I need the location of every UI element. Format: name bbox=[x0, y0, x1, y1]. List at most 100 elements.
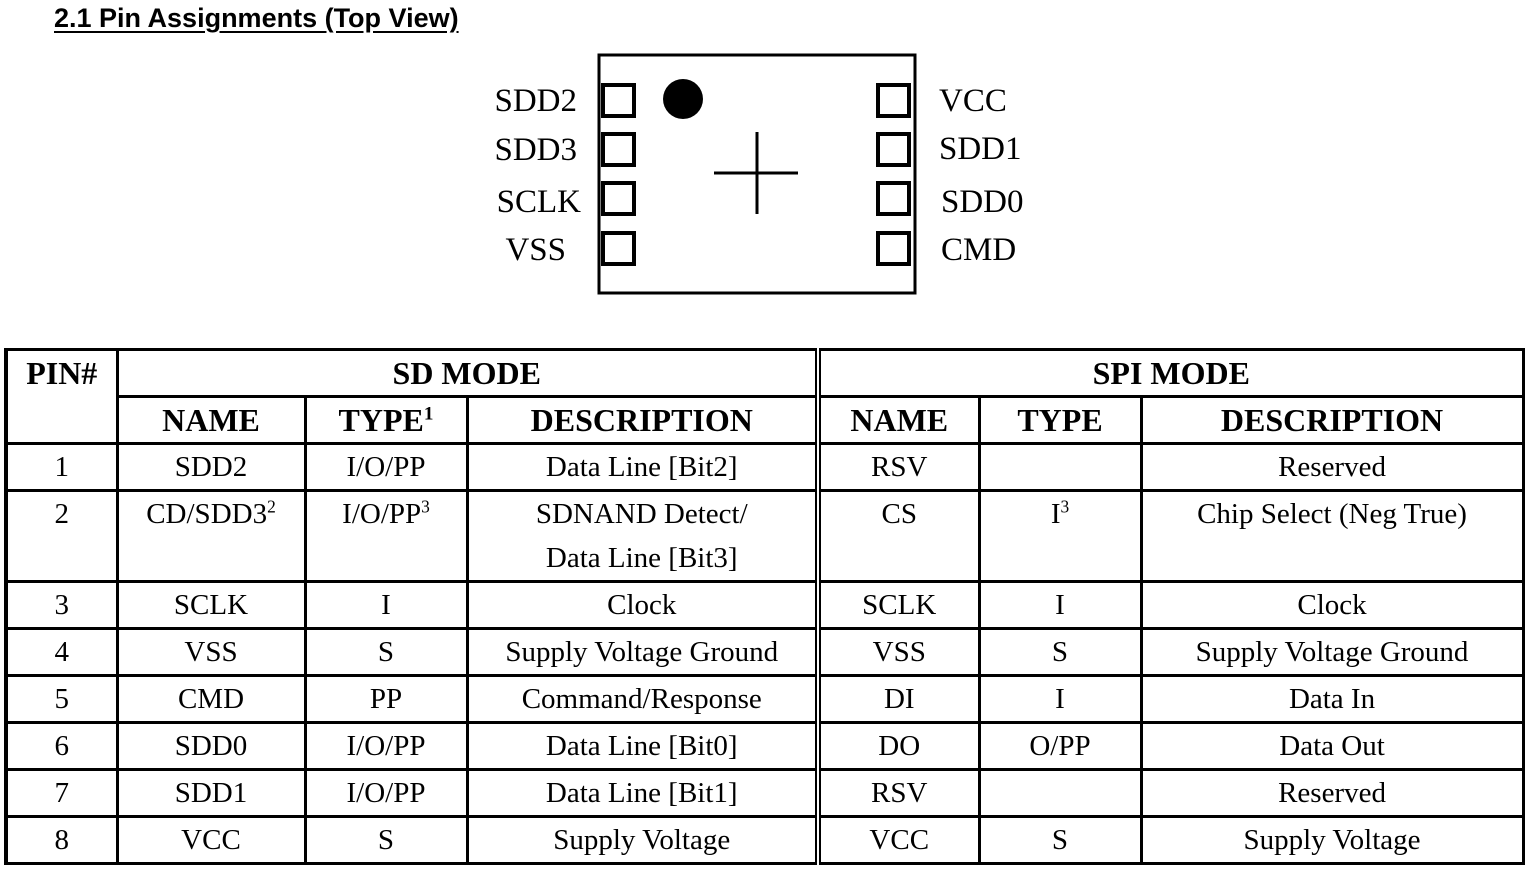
sd-type-cell-text: PP bbox=[369, 683, 403, 715]
pin-number-cell-text: 1 bbox=[54, 451, 70, 483]
spi-mode-header: SPI MODE bbox=[814, 348, 1525, 398]
spi-description-cell: Supply Voltage bbox=[1139, 815, 1525, 865]
sd-name-cell-text: VCC bbox=[181, 824, 241, 856]
sd-description-cell-text: Supply Voltage Ground bbox=[505, 636, 779, 668]
sd-name-cell: CMD bbox=[115, 674, 307, 724]
spi-name-cell-text: DI bbox=[883, 683, 915, 715]
spi-name-cell: CS bbox=[815, 489, 981, 583]
sd-name-cell: SDD2 bbox=[115, 442, 307, 492]
sd-description-cell: Supply Voltage bbox=[465, 815, 820, 865]
spi-description-cell-text: Reserved bbox=[1278, 451, 1386, 483]
spi-name-cell: DI bbox=[815, 674, 981, 724]
spi-description-cell: Clock bbox=[1139, 580, 1525, 630]
spi-description-header: DESCRIPTION bbox=[1139, 395, 1525, 445]
pin-label-right-4: CMD bbox=[941, 232, 1016, 268]
sd-description-cell-text: SDNAND Detect/ bbox=[535, 498, 748, 530]
spi-name-cell: DO bbox=[815, 721, 981, 771]
sd-type-cell: I/O/PP bbox=[303, 721, 469, 771]
sd-name-cell-text: SDD2 bbox=[174, 451, 248, 483]
pin-pad-3 bbox=[601, 181, 636, 216]
sd-description-cell: Supply Voltage Ground bbox=[465, 627, 820, 677]
spi-description-cell-text: Clock bbox=[1297, 589, 1367, 621]
sd-description-cell-text: Clock bbox=[607, 589, 677, 621]
spi-type-cell: I bbox=[977, 674, 1143, 724]
sd-description-cell-text: Data Line [Bit1] bbox=[545, 777, 738, 809]
sd-description-header: DESCRIPTION bbox=[465, 395, 820, 445]
sd-name-header: NAME bbox=[115, 395, 307, 445]
spi-name-cell-text: SCLK bbox=[862, 589, 937, 621]
pin-number-cell: 8 bbox=[4, 815, 119, 865]
section-heading: 2.1 Pin Assignments (Top View) bbox=[54, 3, 459, 33]
sd-description-cell: SDNAND Detect/Data Line [Bit3] bbox=[465, 489, 820, 583]
spi-type-cell: O/PP bbox=[977, 721, 1143, 771]
spi-type-cell: I bbox=[977, 580, 1143, 630]
pin-pad-1 bbox=[601, 83, 636, 118]
spi-name-cell: VCC bbox=[815, 815, 981, 865]
sd-type-cell-text: I/O/PP bbox=[346, 451, 426, 483]
spi-type-cell-text: S bbox=[1051, 636, 1069, 668]
sd-type-cell-text: I/O/PP bbox=[346, 777, 426, 809]
sd-type-cell: I/O/PP3 bbox=[303, 489, 469, 583]
footnote-marker: 3 bbox=[421, 496, 430, 517]
sd-name-cell: CD/SDD32 bbox=[115, 489, 307, 583]
spi-name-cell-text: VCC bbox=[869, 824, 930, 856]
sd-name-cell-text: SDD0 bbox=[174, 730, 248, 762]
sd-description-cell: Command/Response bbox=[465, 674, 820, 724]
sd-mode-header: SD MODE bbox=[115, 348, 820, 398]
pin-number-header: PIN# bbox=[4, 348, 119, 445]
pin-pad-6 bbox=[876, 181, 911, 216]
spi-description-cell-text: Reserved bbox=[1278, 777, 1386, 809]
sd-name-cell: SDD1 bbox=[115, 768, 307, 818]
sd-name-cell-text: CD/SDD3 bbox=[146, 498, 268, 530]
spi-description-cell-text: Supply Voltage bbox=[1243, 824, 1421, 856]
sd-name-cell-text: CMD bbox=[177, 683, 245, 715]
footnote-marker: 1 bbox=[423, 403, 434, 425]
sd-description-cell-text: Supply Voltage bbox=[553, 824, 731, 856]
pin-pad-8 bbox=[876, 83, 911, 118]
pin-label-right-2: SDD1 bbox=[939, 131, 1022, 167]
pin-number-cell-text: 8 bbox=[54, 824, 70, 856]
sd-description-cell-text: Command/Response bbox=[521, 683, 762, 715]
sd-description-cell: Clock bbox=[465, 580, 820, 630]
spi-name-cell: SCLK bbox=[815, 580, 981, 630]
sd-type-cell-text: I bbox=[381, 589, 391, 621]
sd-description-cell: Data Line [Bit0] bbox=[465, 721, 820, 771]
pin1-indicator-dot bbox=[663, 79, 703, 119]
pin-number-cell-text: 5 bbox=[54, 683, 70, 715]
pin-number-cell-text: 6 bbox=[54, 730, 70, 762]
sd-type-cell-text: S bbox=[377, 636, 395, 668]
pin-label-left-4: VSS bbox=[505, 232, 566, 268]
spi-name-cell-text: VSS bbox=[872, 636, 926, 668]
pin-number-cell-text: 2 bbox=[54, 498, 70, 530]
sd-type-cell: S bbox=[303, 815, 469, 865]
spi-description-cell-text: Chip Select (Neg True) bbox=[1197, 498, 1467, 530]
pin-number-cell: 7 bbox=[4, 768, 119, 818]
sd-name-cell: SCLK bbox=[115, 580, 307, 630]
sd-description-cell-text-line2: Data Line [Bit3] bbox=[545, 542, 738, 574]
footnote-marker: 3 bbox=[1060, 496, 1070, 517]
pin-pad-2 bbox=[601, 132, 636, 167]
pin-number-cell-text: 3 bbox=[54, 589, 70, 621]
footnote-marker: 2 bbox=[267, 496, 276, 517]
sd-type-cell: S bbox=[303, 627, 469, 677]
sd-type-header-text: TYPE bbox=[338, 402, 424, 438]
sd-type-cell: I/O/PP bbox=[303, 442, 469, 492]
spi-description-cell: Chip Select (Neg True) bbox=[1139, 489, 1525, 583]
pin-pad-7 bbox=[876, 132, 911, 167]
spi-type-cell bbox=[977, 442, 1143, 492]
spi-type-cell-text: I bbox=[1055, 589, 1065, 621]
spi-type-cell: I3 bbox=[977, 489, 1143, 583]
pin-number-cell: 4 bbox=[4, 627, 119, 677]
spi-description-cell: Reserved bbox=[1139, 768, 1525, 818]
spi-name-cell-text: RSV bbox=[871, 777, 928, 809]
pin-number-cell: 6 bbox=[4, 721, 119, 771]
sd-description-cell-text: Data Line [Bit2] bbox=[545, 451, 738, 483]
sd-name-cell: VSS bbox=[115, 627, 307, 677]
spi-name-cell: VSS bbox=[815, 627, 981, 677]
sd-type-cell: I bbox=[303, 580, 469, 630]
sd-type-cell-text: I/O/PP bbox=[342, 498, 422, 530]
sd-name-cell-text: SCLK bbox=[173, 589, 249, 621]
